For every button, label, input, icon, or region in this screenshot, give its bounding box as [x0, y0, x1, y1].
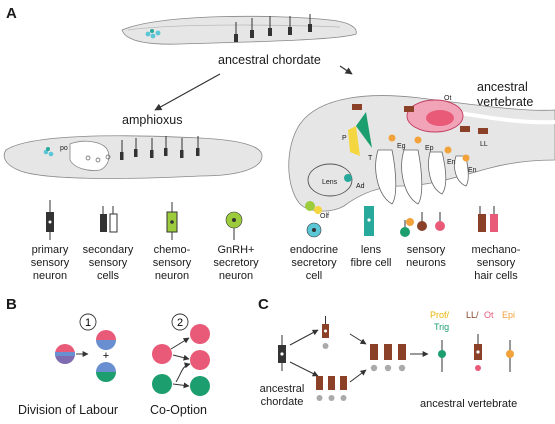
- c-ll-label: LL/: [466, 310, 479, 320]
- tag-lens: Lens: [322, 179, 338, 186]
- cell-type-7-line1: mechano-: [472, 244, 521, 256]
- amphioxus-label: amphioxus: [122, 113, 182, 127]
- cell-type-1-line3: cells: [97, 270, 120, 282]
- arrow-to-amphioxus: [154, 73, 221, 111]
- cell-type-5-line2: fibre cell: [351, 257, 392, 269]
- arrow-to-vertebrate: [339, 65, 353, 75]
- amphioxus-po-tag: po: [60, 145, 68, 152]
- ancestral-vertebrate-line1: ancestral: [477, 80, 528, 94]
- tag-ll: LL: [480, 141, 488, 148]
- c-ancestral-vertebrate-label: ancestral vertebrate: [420, 398, 517, 410]
- tag-p: P: [342, 135, 347, 142]
- primary-sensory-neuron-icon: [46, 200, 54, 240]
- division-of-labour-diagram: +: [55, 330, 116, 382]
- amphioxus-body: [3, 135, 263, 179]
- c-ot-label: Ot: [484, 310, 494, 320]
- co-option-diagram: [152, 324, 210, 396]
- lens-fibre-cell-icon: [364, 206, 374, 236]
- cell-type-5-line1: lens: [361, 244, 382, 256]
- sensory-neurons-icon: [400, 212, 445, 237]
- cell-type-2-line2: sensory: [153, 257, 192, 269]
- step-1-badge: 1: [79, 313, 97, 331]
- cell-type-6-line2: neurons: [406, 257, 446, 269]
- cell-type-icons: [46, 200, 498, 240]
- ancestral-chordate-label: ancestral chordate: [218, 53, 321, 67]
- division-of-labour-label: Division of Labour: [18, 403, 118, 417]
- c-epi-label: Epi: [502, 310, 515, 320]
- cell-type-2-line1: chemo-: [154, 244, 191, 256]
- cell-type-4-line2: secretory: [291, 257, 337, 269]
- cell-type-labels: primary sensory neuron secondary sensory…: [31, 244, 521, 282]
- cell-type-0-line3: neuron: [33, 270, 67, 282]
- cell-type-7-line2: sensory: [477, 257, 516, 269]
- ancestral-vertebrate-line2: vertebrate: [477, 95, 533, 109]
- panel-a-label: A: [6, 5, 17, 22]
- chemosensory-neuron-icon: [166, 202, 178, 240]
- cell-type-3-line3: neuron: [219, 270, 253, 282]
- ancestral-chordate-body: [121, 14, 357, 45]
- ancestral-vertebrate-head: [288, 95, 555, 214]
- tag-t: T: [368, 155, 373, 162]
- cell-type-0-line2: sensory: [31, 257, 70, 269]
- tag-ep: Ep: [425, 145, 434, 152]
- panel-b-label: B: [6, 296, 17, 313]
- tag-ot: Ot: [444, 95, 451, 102]
- endocrine-secretory-cell-icon: [306, 222, 322, 238]
- cell-type-7-line3: hair cells: [474, 270, 518, 282]
- tag-olf: Olf: [320, 213, 329, 220]
- secondary-sensory-cells-icon: [100, 206, 118, 233]
- vertebrate-region-tags: Ot P T Eg Ep En En LL Lens Ad Olf: [320, 95, 488, 220]
- tag-en-1: En: [447, 159, 456, 166]
- c-prof-label: Prof/: [430, 310, 450, 320]
- tag-en-2: En: [468, 167, 477, 174]
- co-option-label: Co-Option: [150, 403, 207, 417]
- tag-ad: Ad: [356, 183, 365, 190]
- lineage-tree: [278, 316, 514, 401]
- cell-type-6-line1: sensory: [407, 244, 446, 256]
- tag-eg: Eg: [397, 143, 406, 150]
- c-trig-label: Trig: [434, 322, 449, 332]
- panel-c-label: C: [258, 296, 269, 313]
- plus-sign: +: [103, 350, 109, 362]
- cell-type-4-line1: endocrine: [290, 244, 338, 256]
- cell-type-4-line3: cell: [306, 270, 323, 282]
- cell-type-3-line1: GnRH+: [218, 244, 255, 256]
- gnrh-secretory-neuron-icon: [225, 211, 243, 240]
- cell-type-0-line1: primary: [32, 244, 69, 256]
- mechanosensory-hair-cells-icon: [478, 206, 498, 232]
- c-ancestral-chordate-line2: chordate: [261, 396, 304, 408]
- step-1-number: 1: [85, 317, 91, 329]
- cell-type-2-line3: neuron: [155, 270, 189, 282]
- cell-type-1-line1: secondary: [83, 244, 134, 256]
- step-2-badge: 2: [171, 313, 189, 331]
- cell-type-3-line2: secretory: [213, 257, 259, 269]
- c-ancestral-chordate-line1: ancestral: [260, 383, 305, 395]
- cell-type-1-line2: sensory: [89, 257, 128, 269]
- step-2-number: 2: [177, 317, 183, 329]
